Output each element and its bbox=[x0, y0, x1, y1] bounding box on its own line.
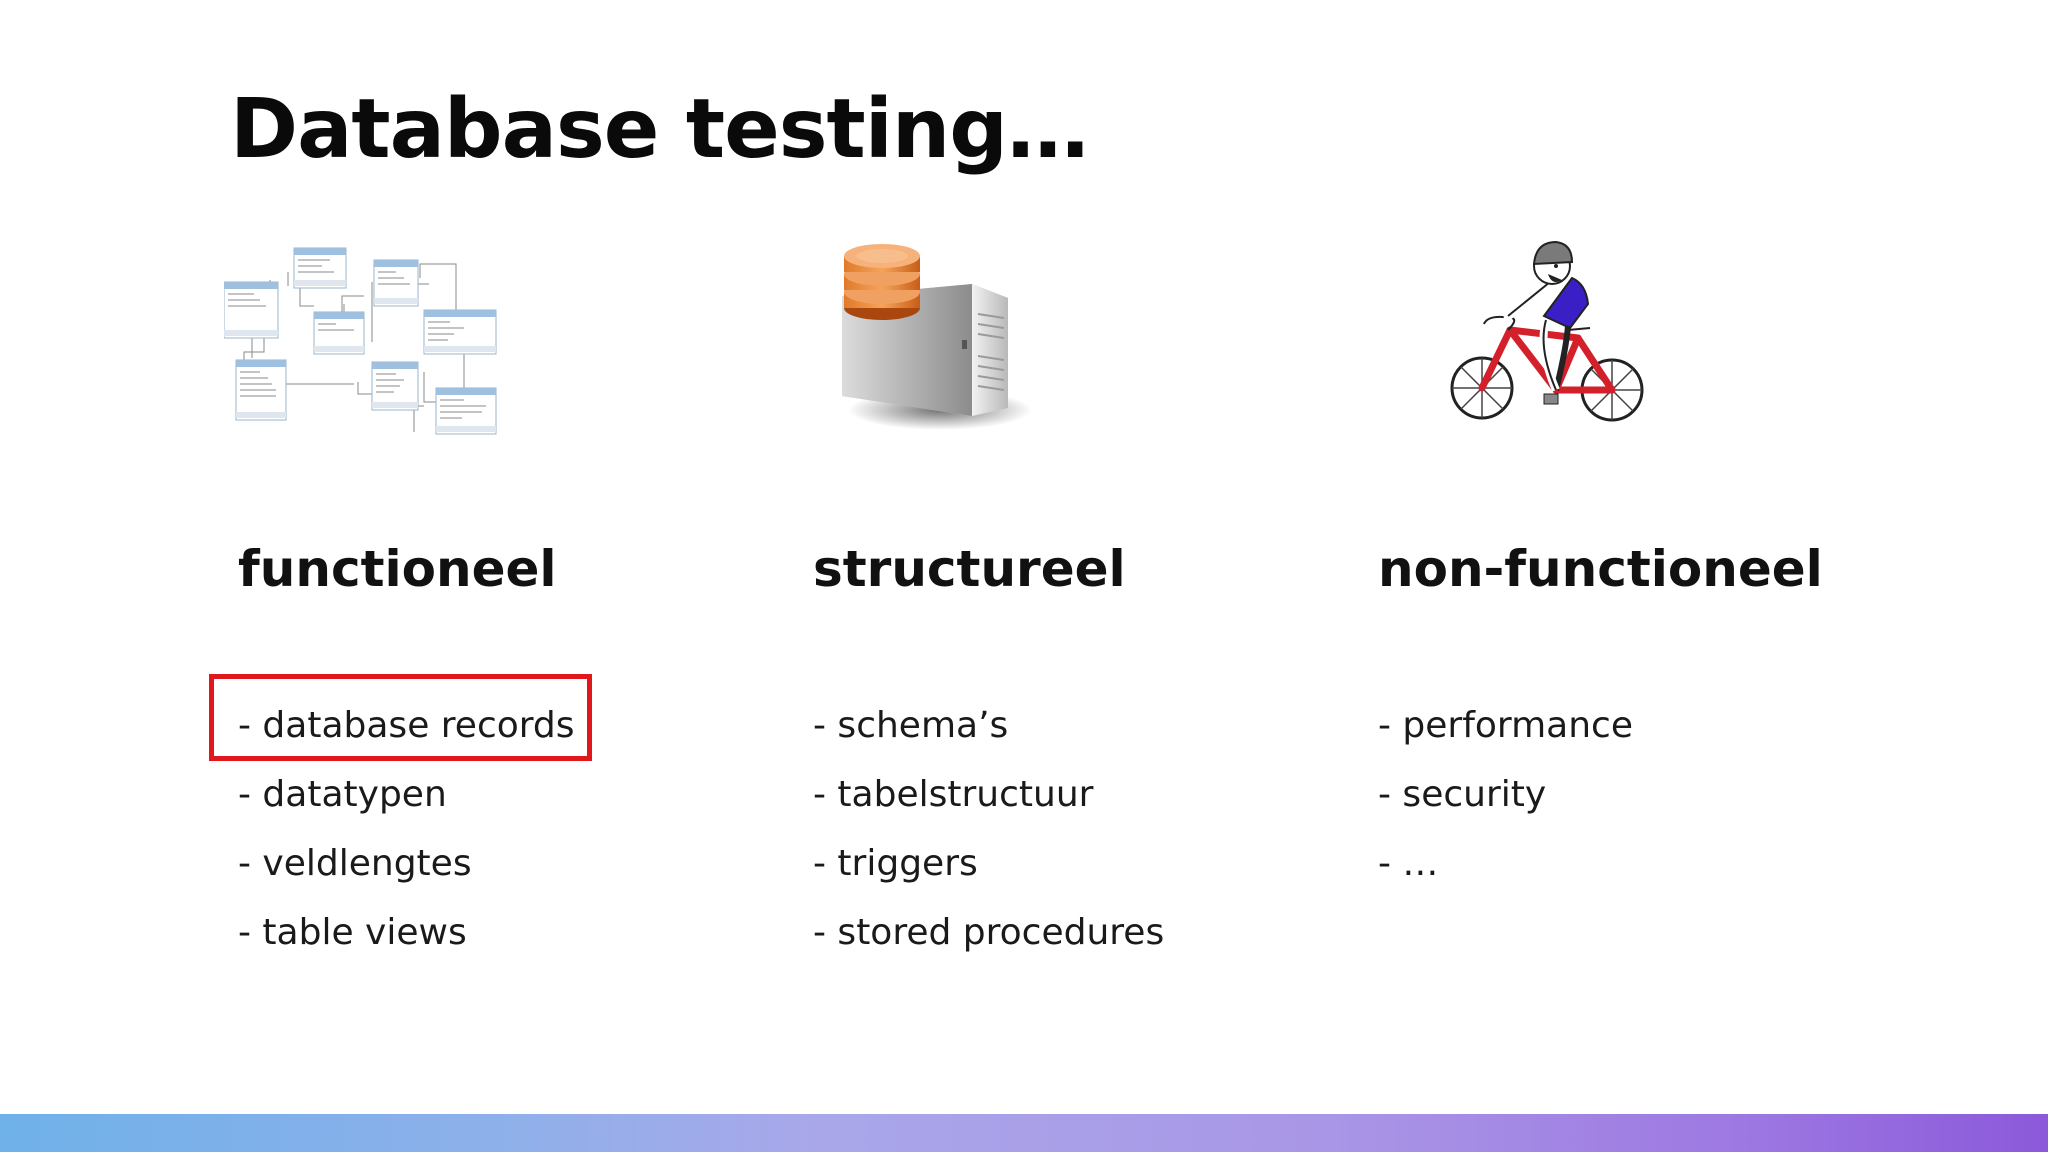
er-diagram-icon bbox=[224, 247, 497, 435]
list-item: - database records bbox=[238, 705, 575, 746]
cyclist-icon bbox=[1450, 240, 1644, 422]
list-item: - stored procedures bbox=[813, 912, 1165, 953]
bottom-gradient-bar bbox=[0, 1114, 2048, 1152]
list-item: - table views bbox=[238, 912, 467, 953]
non-functioneel-list: - performance - security - … bbox=[1378, 698, 1633, 905]
database-server-icon bbox=[842, 244, 1032, 430]
column-heading-non-functioneel: non-functioneel bbox=[1378, 540, 1823, 598]
column-heading-structureel: structureel bbox=[813, 540, 1126, 598]
highlight-box bbox=[209, 674, 592, 761]
list-item: - … bbox=[1378, 843, 1439, 884]
slide-title: Database testing… bbox=[230, 82, 1089, 177]
list-item: - triggers bbox=[813, 843, 978, 884]
list-item: - security bbox=[1378, 774, 1547, 815]
structureel-list: - schema’s - tabelstructuur - triggers -… bbox=[813, 698, 1164, 974]
list-item: - veldlengtes bbox=[238, 843, 472, 884]
column-heading-functioneel: functioneel bbox=[238, 540, 557, 598]
functioneel-list: - database records - datatypen - veldlen… bbox=[238, 698, 575, 974]
list-item: - performance bbox=[1378, 705, 1633, 746]
list-item: - datatypen bbox=[238, 774, 447, 815]
list-item: - schema’s bbox=[813, 705, 1009, 746]
list-item: - tabelstructuur bbox=[813, 774, 1094, 815]
